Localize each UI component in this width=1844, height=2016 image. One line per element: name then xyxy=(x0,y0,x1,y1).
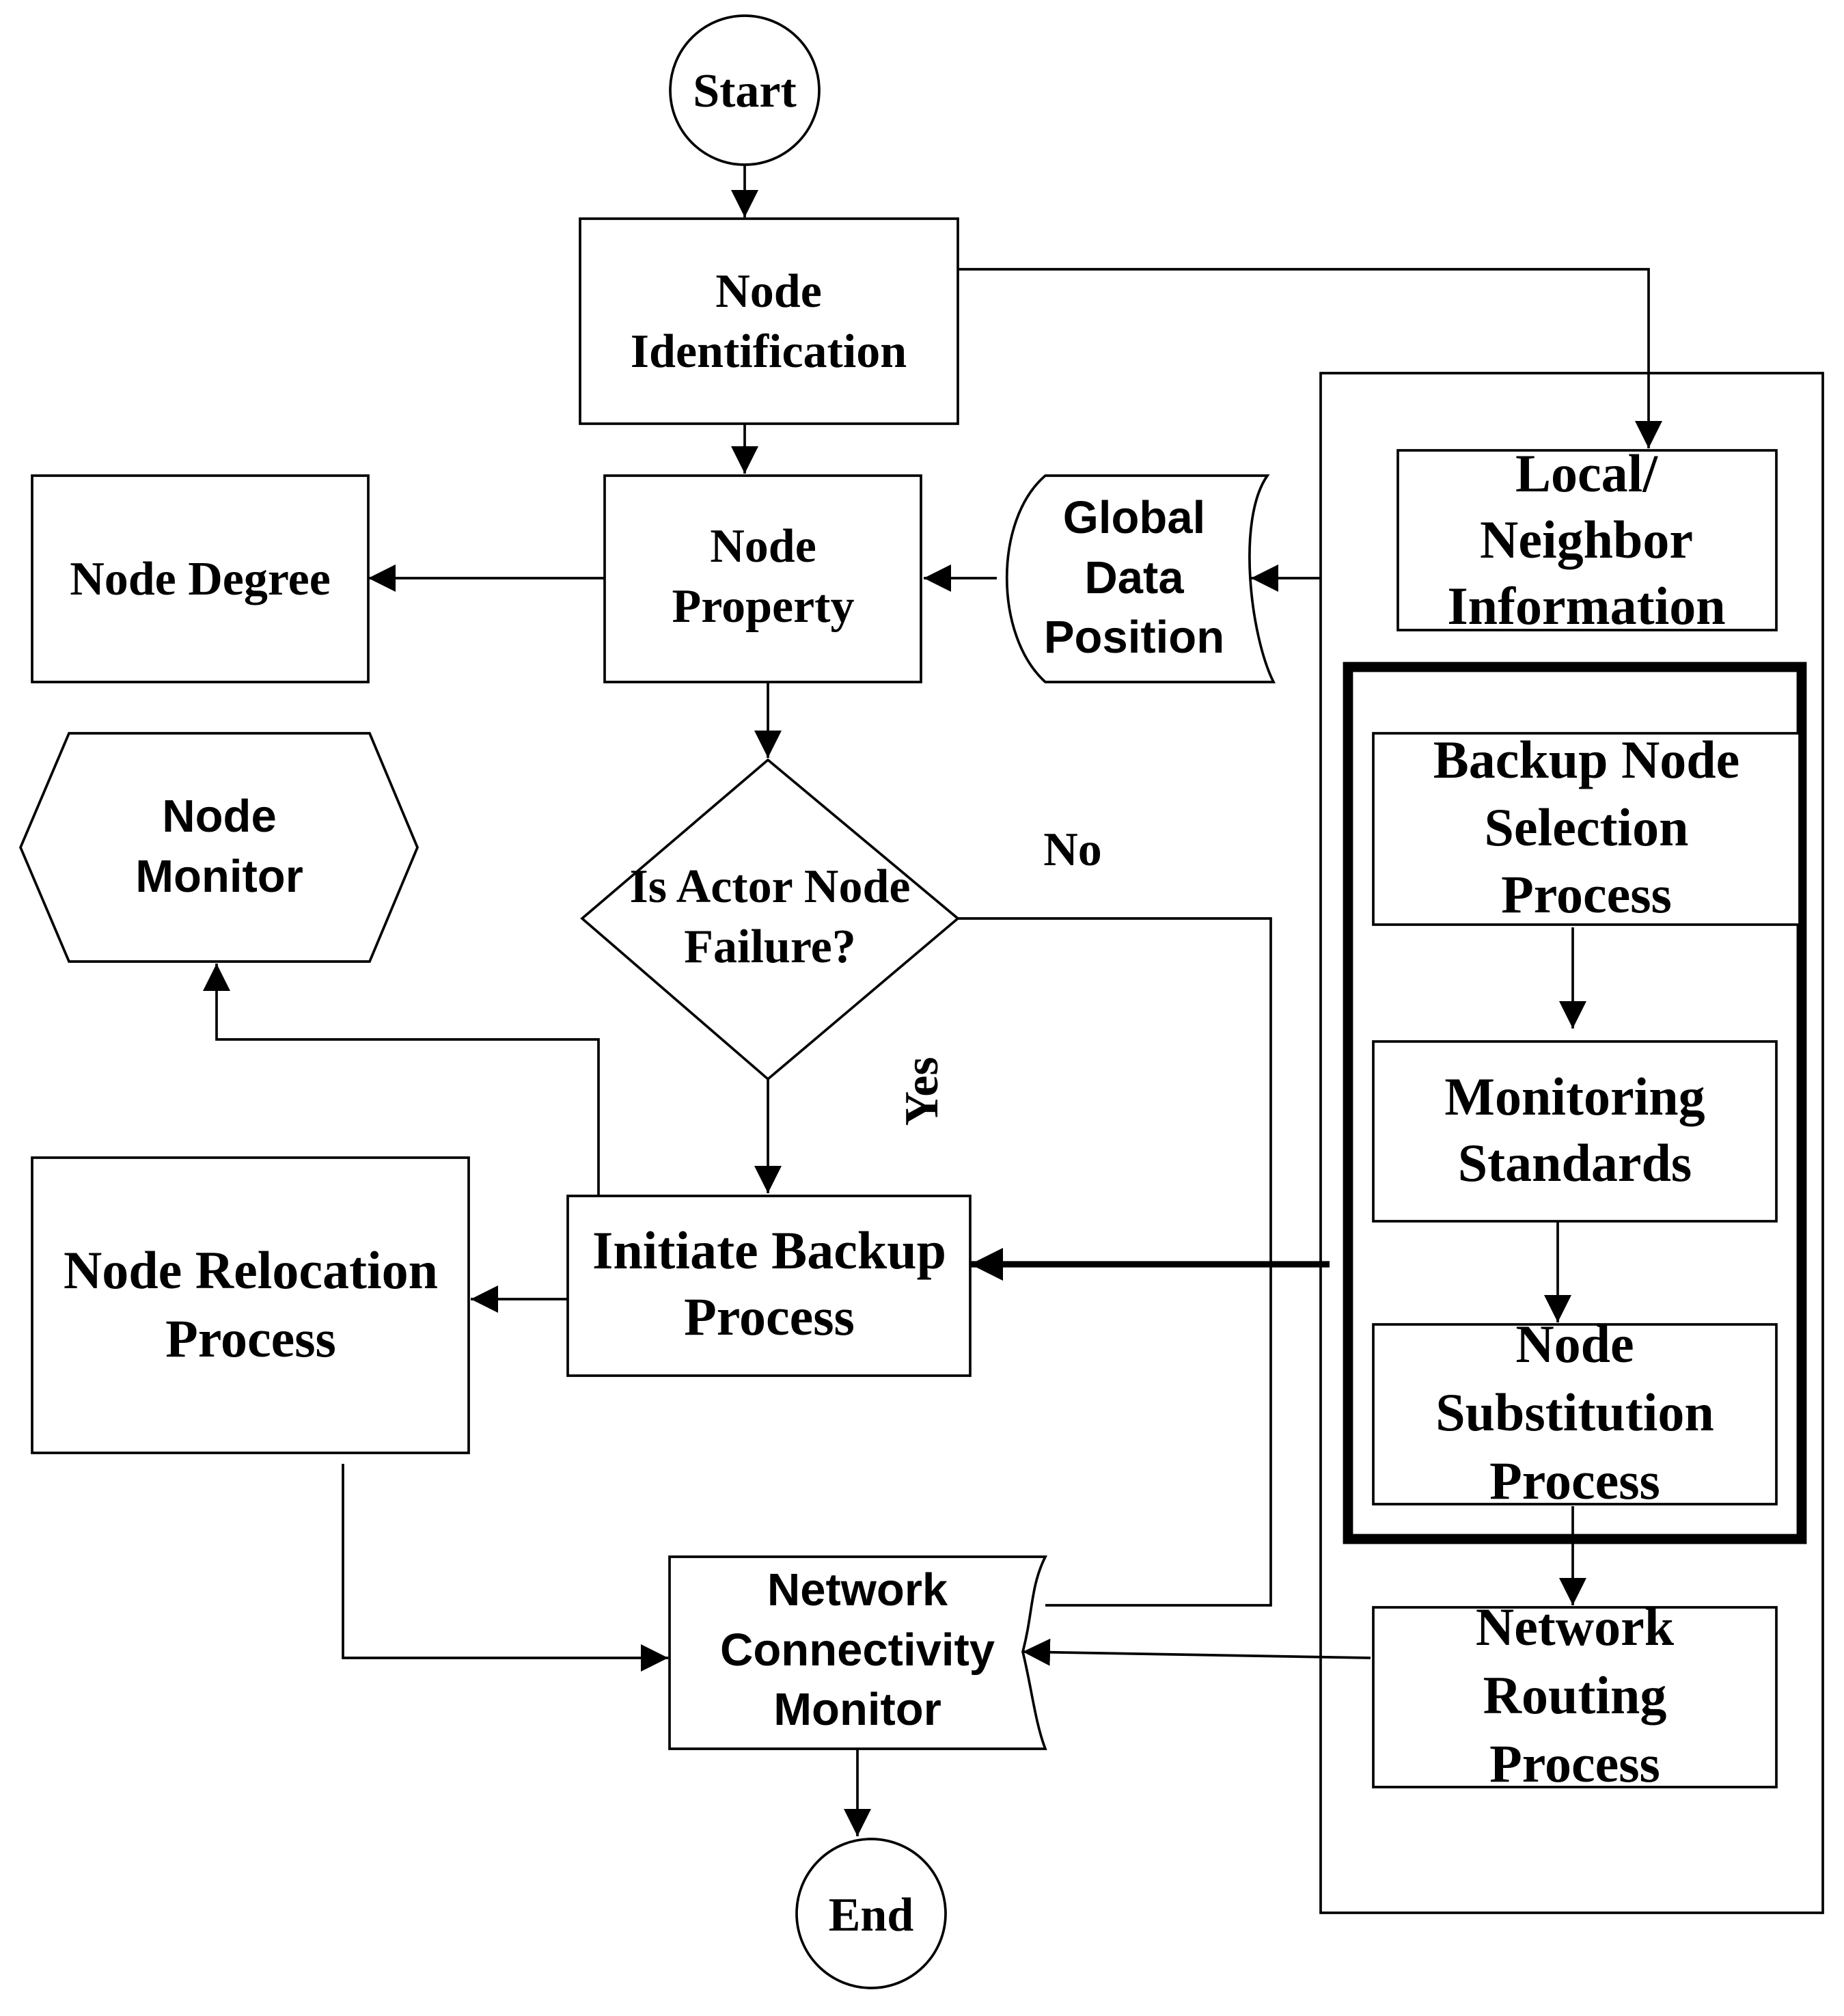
connectivity-monitor-label-line3: Monitor xyxy=(773,1684,941,1735)
network-routing-label-line1: Network xyxy=(1476,1597,1675,1657)
node-substitution-label-line2: Substitution xyxy=(1435,1382,1714,1442)
connectivity-monitor-label-line1: Network xyxy=(767,1564,948,1616)
node-property-label-line1: Node xyxy=(710,520,816,573)
monitoring-standards-label-line2: Standards xyxy=(1458,1133,1692,1193)
global-data-position-store: Global Data Position xyxy=(1005,474,1276,683)
start-label: Start xyxy=(693,65,797,118)
monitoring-standards-label-line1: Monitoring xyxy=(1444,1067,1705,1126)
node-substitution-label-line3: Process xyxy=(1489,1451,1660,1510)
initiate-backup-label-line2: Process xyxy=(684,1287,855,1346)
global-data-label-line1: Global xyxy=(1063,492,1205,543)
actor-failure-decision: Is Actor Node Failure? xyxy=(580,758,960,1081)
local-neighbor-information-box: Local/ Neighbor Information xyxy=(1396,444,1778,636)
connectivity-monitor-label-line2: Connectivity xyxy=(720,1624,995,1676)
start-terminal: Start xyxy=(669,14,821,166)
no-edge-label: No xyxy=(1043,823,1102,876)
connectors xyxy=(203,165,1662,1836)
local-neighbor-label-line3: Information xyxy=(1447,576,1725,636)
end-terminal: End xyxy=(795,1838,947,1989)
edge-relocation-to-connectivity xyxy=(342,1464,668,1672)
backup-subprocess-group xyxy=(1343,662,1807,1544)
backup-selection-label-line3: Process xyxy=(1501,864,1672,924)
edge-identification-to-local-neighbor xyxy=(958,268,1662,448)
node-relocation-label-line2: Process xyxy=(165,1309,336,1368)
node-degree-box: Node Degree xyxy=(31,474,370,683)
local-neighbor-label-line2: Neighbor xyxy=(1480,510,1693,569)
local-neighbor-label-line1: Local/ xyxy=(1515,444,1658,503)
decision-label-line2: Failure? xyxy=(684,921,855,973)
edge-routing-to-connectivity xyxy=(1022,1638,1371,1666)
node-property-box: Node Property xyxy=(603,474,922,683)
right-panel xyxy=(1319,372,1824,1914)
monitoring-standards-box: Monitoring Standards xyxy=(1372,1040,1778,1223)
network-routing-box: Network Routing Process xyxy=(1372,1597,1778,1793)
node-substitution-box: Node Substitution Process xyxy=(1372,1314,1778,1510)
node-identification-label-line1: Node xyxy=(715,265,822,318)
edge-backup-to-node-monitor xyxy=(203,964,600,1196)
global-data-label-line3: Position xyxy=(1044,612,1224,663)
initiate-backup-box: Initiate Backup Process xyxy=(566,1195,972,1377)
node-monitor-label-line2: Monitor xyxy=(135,851,303,902)
node-monitor-hexagon: Node Monitor xyxy=(18,732,419,963)
network-routing-label-line3: Process xyxy=(1489,1734,1660,1793)
backup-selection-label-line2: Selection xyxy=(1485,798,1689,857)
node-relocation-box: Node Relocation Process xyxy=(31,1156,470,1454)
yes-edge-label: Yes xyxy=(896,1057,948,1126)
node-substitution-label-line1: Node xyxy=(1515,1314,1634,1374)
node-identification-box: Node Identification xyxy=(579,217,959,425)
node-relocation-label-line1: Node Relocation xyxy=(64,1240,438,1300)
global-data-label-line2: Data xyxy=(1084,552,1184,603)
node-property-label-line2: Property xyxy=(672,580,855,633)
backup-selection-label-line1: Backup Node xyxy=(1433,730,1740,789)
network-routing-label-line2: Routing xyxy=(1483,1665,1667,1725)
node-monitor-label-line1: Node xyxy=(162,791,277,842)
end-label: End xyxy=(829,1889,914,1942)
initiate-backup-label-line1: Initiate Backup xyxy=(592,1221,946,1280)
network-connectivity-monitor: Network Connectivity Monitor xyxy=(668,1555,1047,1750)
backup-node-selection-box: Backup Node Selection Process xyxy=(1372,730,1801,926)
node-degree-label: Node Degree xyxy=(70,553,331,605)
node-identification-label-line2: Identification xyxy=(631,325,907,378)
decision-label-line1: Is Actor Node xyxy=(630,860,911,913)
